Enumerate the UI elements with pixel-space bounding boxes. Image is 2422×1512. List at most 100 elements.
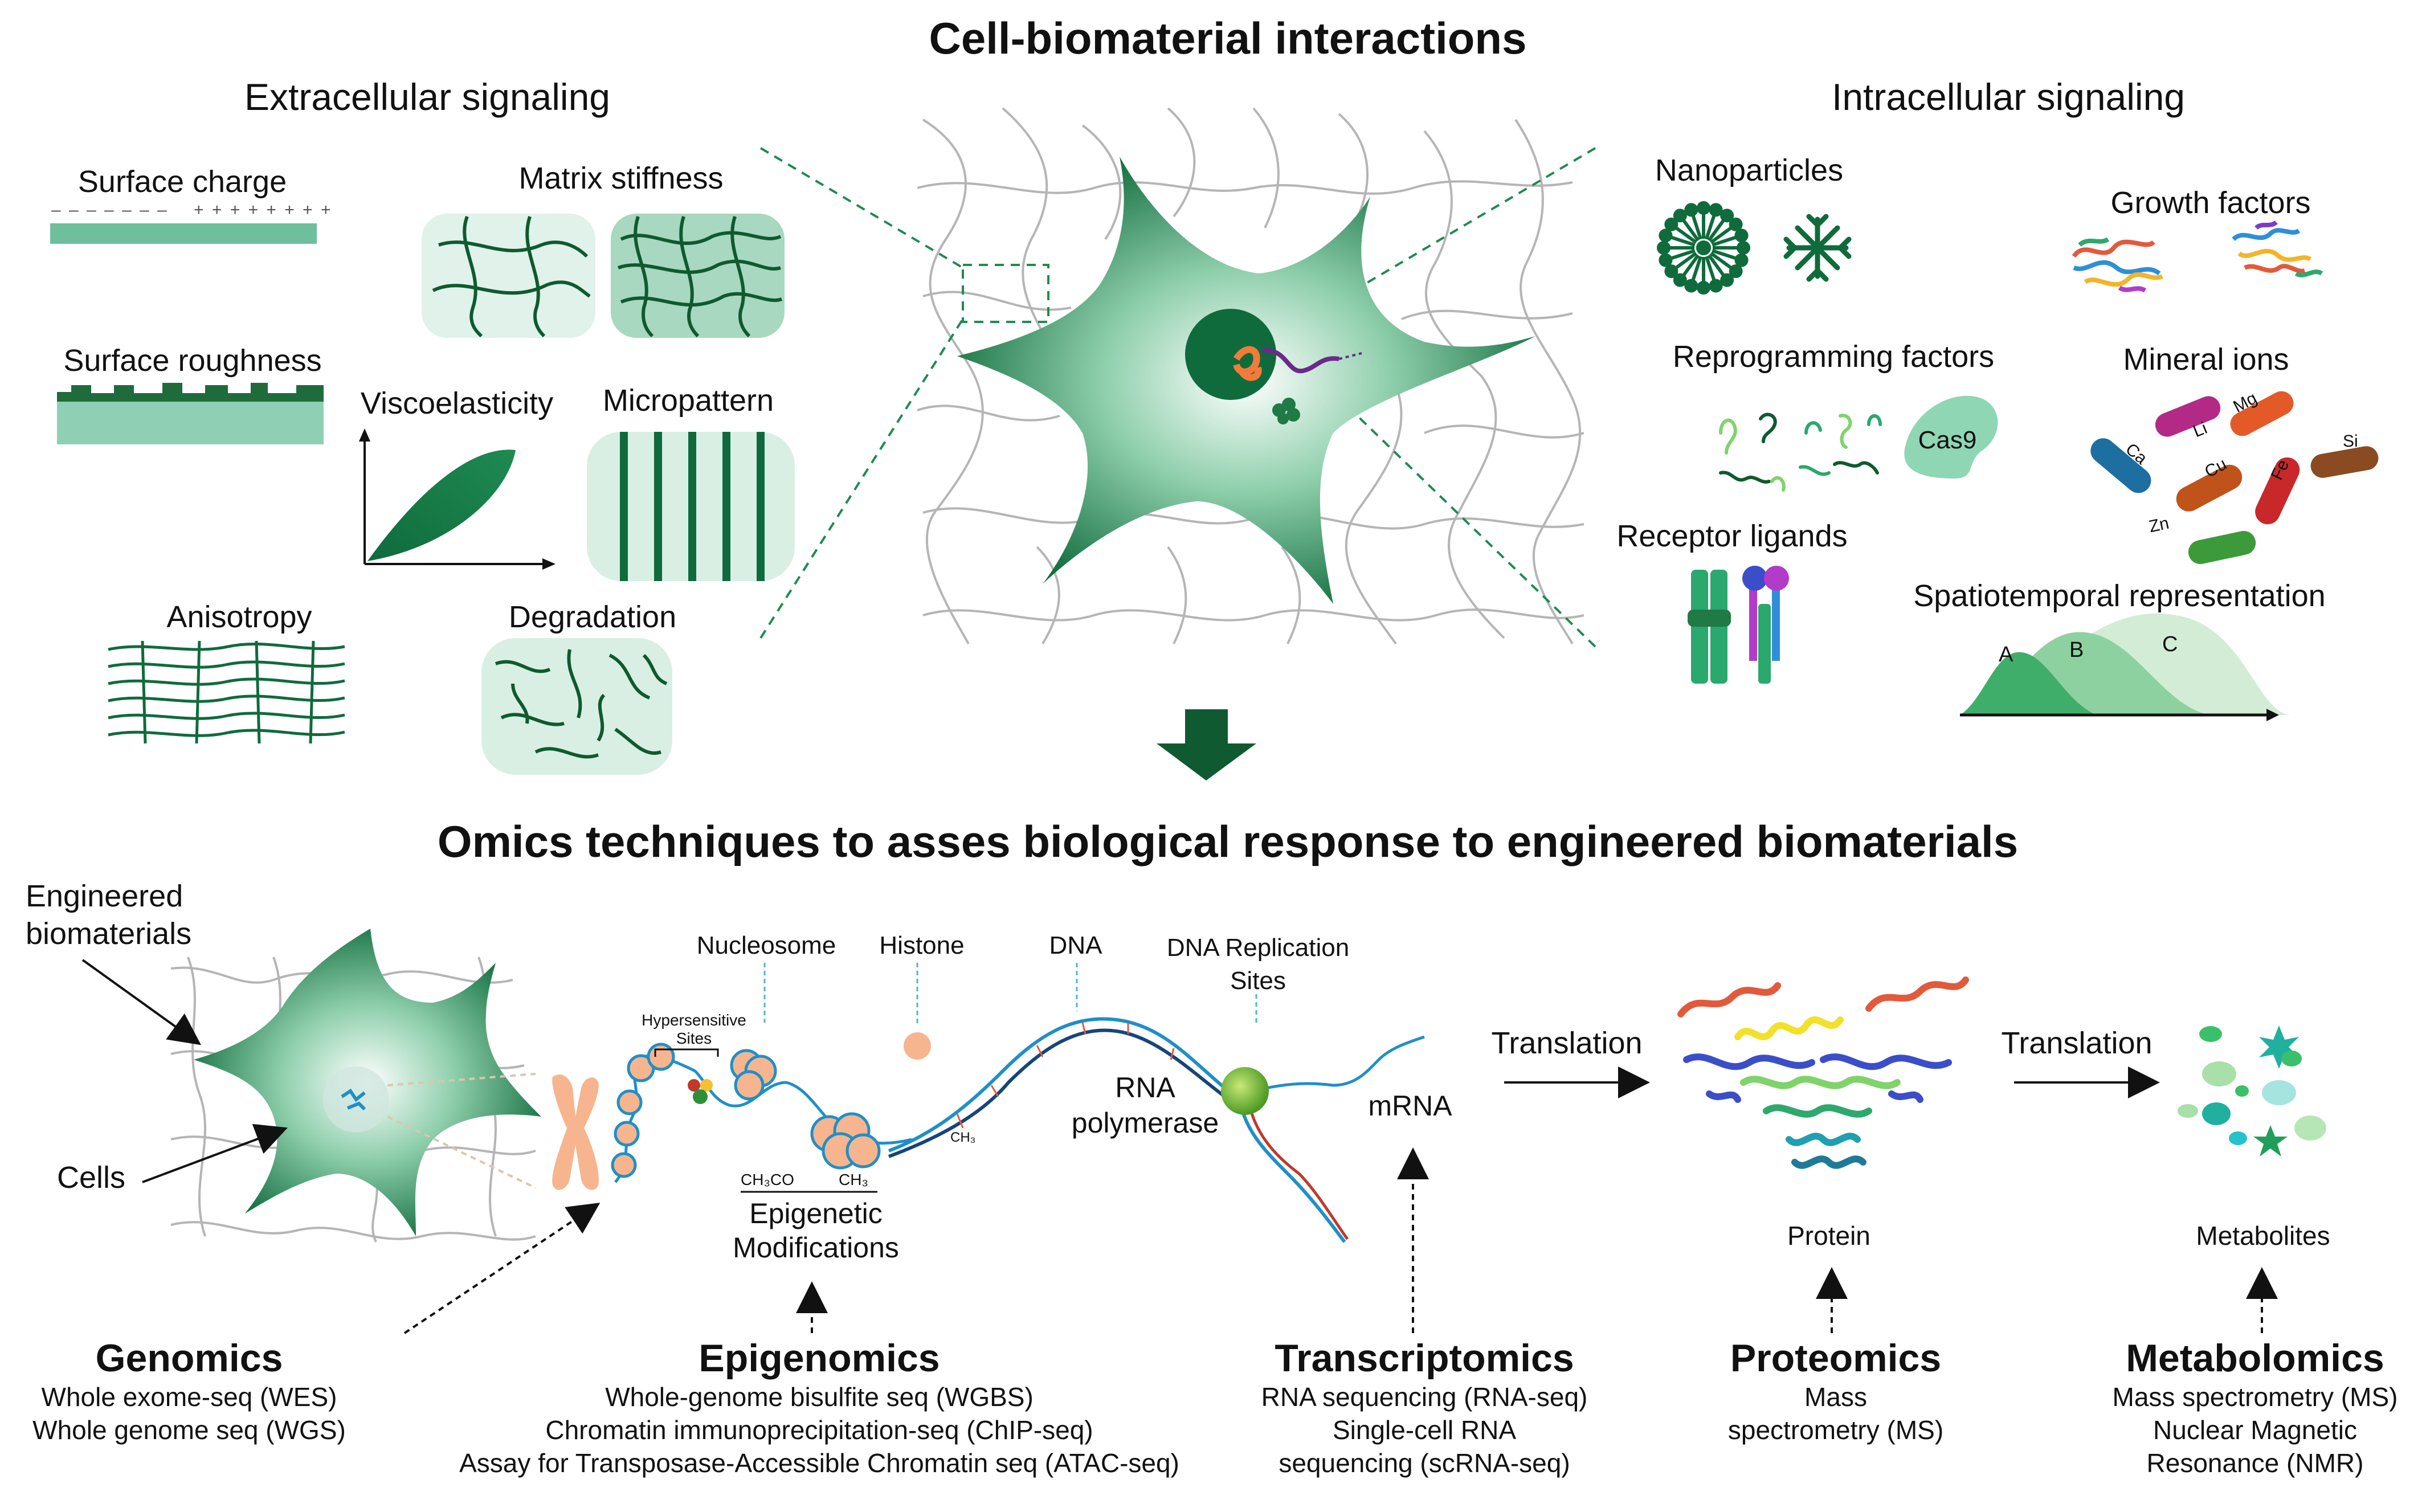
cells-label: Cells [57,1160,126,1195]
dna-branch-down-b [1246,1096,1349,1240]
ch3-label: CH₃ [839,1171,868,1188]
surface-roughness-base [57,402,324,444]
micelle-spoke [1669,249,1696,261]
degradation-label: Degradation [508,600,677,634]
engineered-biomaterials-label: Engineered biomaterials [26,879,192,951]
micelle-head [1709,203,1723,217]
micelle-head [1684,203,1698,217]
micelle-head [1709,279,1723,293]
proteomics-column: Proteomics Mass spectrometry (MS) [1728,1336,1943,1446]
proteomics-technique: Mass [1804,1382,1867,1412]
surface-charge-bar [50,223,317,244]
engineered-biomaterials-pointer [81,959,201,1045]
micelle-spoke [1705,214,1717,240]
micelle-spoke [1669,235,1696,247]
micelle-head [1659,253,1673,267]
positive-charge-marks: + + + + + + + + [194,201,333,219]
micelle-head [1657,241,1671,255]
genomics-column: Genomics Whole exome-seq (WES) Whole gen… [32,1336,346,1446]
protein-label: Protein [1787,1221,1870,1251]
viscoelasticity-axes [363,436,547,565]
transcriptomics-technique: sequencing (scRNA-seq) [1279,1448,1570,1478]
transcriptomics-technique: RNA sequencing (RNA-seq) [1261,1382,1588,1412]
metabolite-shapes [2178,1025,2326,1157]
proteomics-technique: spectrometry (MS) [1727,1415,1944,1445]
matrix-stiffness-label: Matrix stiffness [518,161,724,195]
genomics-title: Genomics [95,1337,283,1380]
rna-polymerase-label: RNA polymerase [1071,1072,1219,1139]
free-histone [904,1032,931,1060]
transcriptomics-technique: Single-cell RNA [1332,1415,1517,1445]
micelle-spoke [1712,249,1738,261]
micelle-head [1697,281,1710,295]
translation-label-2: Translation [2001,1026,2153,1060]
down-arrow [1157,709,1256,780]
micelle-spoke [1712,235,1738,247]
bottom-nucleus-dna [341,1088,366,1111]
ion-label-si: Si [2343,432,2358,451]
genomics-technique: Whole exome-seq (WES) [41,1382,337,1412]
micelle-spoke [1710,251,1733,270]
micelle-spoke [1707,254,1726,277]
receptor-ligands-label: Receptor ligands [1616,519,1848,553]
receptor-ligands [1688,566,1789,684]
micelle-head [1729,217,1743,231]
micelle-head [1734,228,1749,243]
micelle-spoke [1674,226,1697,244]
surface-roughness-label: Surface roughness [63,344,322,378]
spatiotemporal-plot [1960,613,2290,721]
micelle-head [1720,209,1734,223]
intracellular-heading: Intracellular signaling [1831,76,2186,118]
micelle-spoke [1690,256,1702,282]
nucleosome-label: Nucleosome [696,931,836,959]
spatiotemporal-label: Spatiotemporal representation [1913,579,2326,613]
nanoparticles-label: Nanoparticles [1655,153,1844,187]
micelle-head [1734,253,1749,267]
omics-subtitle: Omics techniques to asses biological res… [437,816,2019,867]
dna-strand-a [888,1017,1226,1153]
stiffness-mesh [432,215,783,338]
dna-label: DNA [1049,931,1102,959]
histone-label: Histone [879,931,965,959]
surface-charge-label: Surface charge [77,165,287,199]
epigenomics-technique: Assay for Transposase-Accessible Chromat… [459,1448,1179,1478]
epigenetic-modifications-label: Epigenetic Modifications [733,1198,899,1264]
chromosome [552,1074,599,1190]
dna-branch-down [1237,1093,1346,1243]
surface-roughness-top [57,383,324,402]
mrna-label: mRNA [1368,1090,1452,1122]
curve-label-c: C [2162,632,2178,656]
metabolomics-title: Metabolomics [2126,1337,2384,1380]
micropattern-stripes [620,432,765,581]
viscoelasticity-loop [367,449,516,561]
growth-factors-label: Growth factors [2110,186,2311,220]
cas9-blob [1904,395,1998,479]
micelle-head [1684,279,1698,293]
metabolomics-column: Metabolomics Mass spectrometry (MS) Nucl… [2113,1336,2398,1480]
viscoelasticity-label: Viscoelasticity [360,386,554,420]
ch3co-label: CH₃CO [741,1171,794,1188]
micelle-head [1664,217,1678,231]
metabolomics-technique: Resonance (NMR) [2146,1448,2364,1478]
growth-factor-protein-2 [2232,220,2323,277]
micelle-head [1673,209,1687,223]
nucleus-strand [1261,348,1339,374]
micelle-spoke [1710,226,1733,244]
mrna-strand [1253,1035,1425,1093]
protein-structure [1677,976,1969,1169]
nanoparticle-dendrimer [1783,214,1852,282]
micelle-head [1673,273,1687,287]
micelle-spoke [1681,218,1700,242]
translation-label-1: Translation [1491,1026,1643,1060]
transcriptomics-column: Transcriptomics RNA sequencing (RNA-seq)… [1261,1336,1588,1480]
cytoplasm-protein [1272,398,1300,424]
extracellular-heading: Extracellular signaling [244,76,610,118]
dashed-pointers [763,963,1257,1025]
cells-pointer [142,1123,288,1183]
micelle-head [1729,264,1743,279]
chromatin-nucleosomes [611,1043,881,1178]
cell-nucleus [1185,309,1276,400]
micelle-spoke [1690,214,1702,240]
